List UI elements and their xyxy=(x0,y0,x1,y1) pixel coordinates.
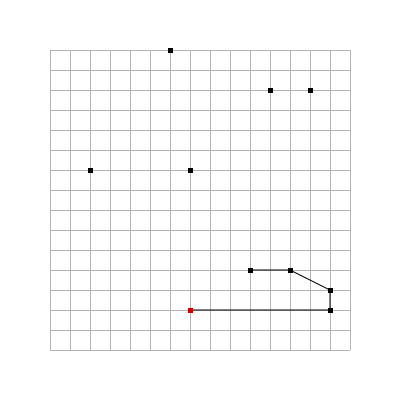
grid-lines xyxy=(50,50,351,351)
grid-point[interactable] xyxy=(308,88,313,93)
path-vertex-point[interactable] xyxy=(328,288,333,293)
grid-point[interactable] xyxy=(168,48,173,53)
path-vertex-point[interactable] xyxy=(248,268,253,273)
path-vertex-point[interactable] xyxy=(288,268,293,273)
grid-point[interactable] xyxy=(88,168,93,173)
point-markers[interactable] xyxy=(88,48,333,313)
grid-point[interactable] xyxy=(188,168,193,173)
start-point[interactable] xyxy=(188,308,193,313)
grid-point[interactable] xyxy=(268,88,273,93)
path-vertex-point[interactable] xyxy=(328,308,333,313)
